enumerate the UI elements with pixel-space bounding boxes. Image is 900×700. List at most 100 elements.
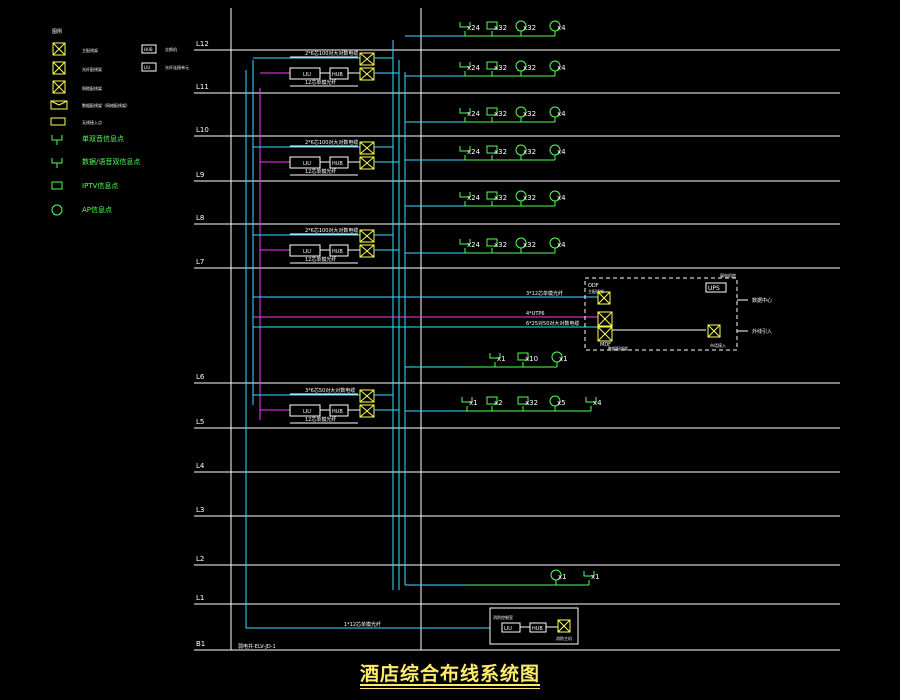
outlet-count: x32 [494,194,507,202]
cross [359,141,375,155]
hub-label: HUB [332,72,343,78]
legend-cross [52,80,66,94]
patch-panel-icon [359,67,375,81]
outlet-count: x24 [467,110,481,118]
iptv-outlet-icon [486,238,498,247]
outlet-count: x1 [559,355,568,363]
outlet-count: x1 [497,355,506,363]
floor-label-l10: L10 [196,126,209,134]
data-outlet-icon [459,239,471,245]
cable-label: 6*25对50对大对数电缆 [526,320,579,327]
cable-label: 3*12芯单模光纤 [526,290,563,297]
iptv-outlet-icon [517,396,529,405]
patch-panel-icon [359,389,375,403]
machine-room: 3*12芯单模光纤4*UTP66*25对50对大对数电缆ODF主配线架MDF数据… [253,272,772,351]
main-panel-icon [597,326,613,342]
patch-panel-icon [359,244,375,258]
outlet-count: x1 [558,573,567,581]
outlet-count: x24 [467,24,481,32]
legend-label: 无线接入点 [82,119,102,125]
cross [359,156,375,170]
cross [707,324,721,338]
legend-label: 单双音信息点 [82,134,124,143]
b1-box [489,607,579,645]
legend-label: IPTV信息点 [82,181,118,190]
legend-header: 图例 [52,28,62,35]
mdf-label: MDF [600,342,611,348]
outlet-count: x5 [557,399,566,407]
data-outlet-icon [459,108,471,114]
outlet-count: x32 [494,24,507,32]
liu-label: LIU [303,249,311,255]
data-outlet-icon [461,397,473,403]
floor-label-l9: L9 [196,171,204,179]
iptv-outlet-icon [486,21,498,30]
floor-label-l6: L6 [196,373,205,381]
cable-label: 12芯单模光纤 [305,416,336,423]
hub-box-icon [141,44,157,54]
liu-label: LIU [504,626,512,632]
right-label-2: 外线引入 [752,328,772,335]
patch-panel-icon [359,229,375,243]
outlet-count: x32 [494,148,507,156]
phone-outlet-icon [51,135,63,141]
legend-label: 主配线架 [82,47,98,53]
hub-label: HUB [332,249,343,255]
cross [359,404,375,418]
cable-label: 12芯单模光纤 [305,256,336,263]
liu-box-icon [141,62,157,72]
title-underline-2 [360,688,540,689]
cable-label: 4*UTP6 [526,311,545,317]
data-outlet-icon [51,158,63,164]
patch-panel-icon [359,156,375,170]
cable-label: 3*6芯50对大对数电缆 [305,387,355,394]
iptv-outlet-icon [51,181,63,190]
outlet-count: x32 [523,24,536,32]
legend-label: 交换机 [165,46,177,52]
legend-label: 光纤连接单元 [165,64,189,70]
outlet-count: x1 [591,573,600,581]
cable-label: 2*6芯100对大对数电缆 [305,50,358,57]
outlet-row-l1: x1 x1 [405,569,600,586]
outlet-count: x32 [523,148,536,156]
b1-sub-label: 消防主机 [556,635,572,641]
diagram-title: 酒店综合布线系统图 [359,663,540,685]
cross [597,326,613,342]
legend-cross [50,100,60,106]
legend-label: 数据配线架（网络配线架） [82,102,130,108]
patch-panel-icon [359,52,375,66]
outlet-count: x1 [469,399,478,407]
cross [597,291,611,305]
patch-panel-icon [557,619,571,633]
data-outlet-icon [489,353,501,359]
main-panel-icon [597,291,611,305]
outlet-count: x32 [523,241,536,249]
cross [359,244,375,258]
data-outlet-icon [459,146,471,152]
outlet-count: x32 [494,64,507,72]
outlet-count: x4 [557,110,566,118]
incoming-panel-icon [707,324,721,338]
odf-icon [52,42,66,56]
right-label-3: 市话接入 [710,342,726,348]
title-underline [360,684,540,686]
floor-label-l2: L2 [196,555,204,563]
legend-box-text: HUB [144,47,153,52]
outlet-count: x2 [494,399,503,407]
cable-label: 2*6芯100对大对数电缆 [305,227,358,234]
riser-lines [245,40,490,629]
outlet-count: x32 [525,399,538,407]
iptv-outlet-icon [486,145,498,154]
odf-sub-label: 主配线架 [588,288,604,294]
data-outlet-icon [585,397,597,403]
cross [557,619,571,633]
machine-room-label: 弱电机房 [720,272,736,278]
